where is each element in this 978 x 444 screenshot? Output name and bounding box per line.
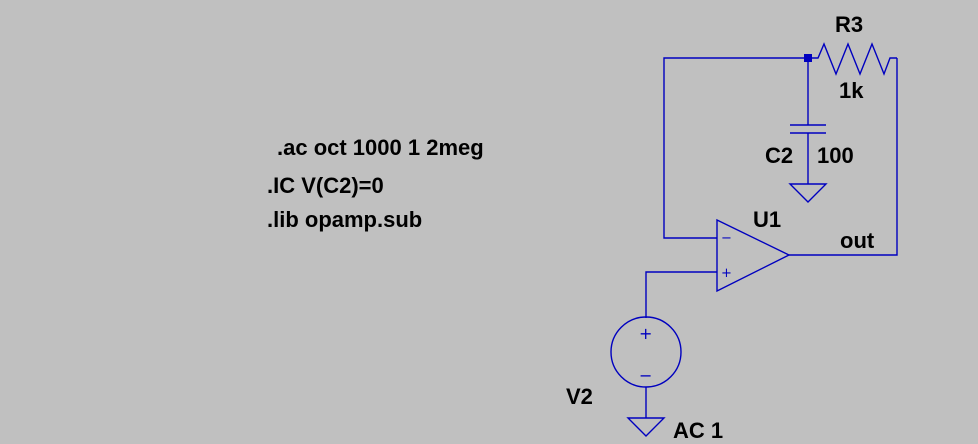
source-minus-sign: − (639, 366, 652, 385)
resistor-zigzag[interactable] (808, 42, 897, 76)
u1-name: U1 (753, 207, 781, 232)
opamp-u1[interactable]: − + U1 (716, 207, 791, 293)
capacitor-c2[interactable]: C2 100 (765, 124, 854, 203)
directive-ac[interactable]: .ac oct 1000 1 2meg (277, 135, 484, 160)
source-circle (610, 316, 682, 388)
ground-icon (626, 417, 666, 437)
wire-feedback-left[interactable] (663, 57, 808, 239)
source-plus-sign: + (639, 324, 652, 343)
spice-directives: .ac oct 1000 1 2meg .IC V(C2)=0 .lib opa… (267, 135, 484, 232)
noninv-input-pin: + (721, 266, 732, 281)
v2-value: AC 1 (673, 418, 723, 443)
inv-input-pin: − (721, 231, 732, 246)
wire-noninv[interactable] (645, 271, 717, 318)
directive-lib[interactable]: .lib opamp.sub (267, 207, 422, 232)
directive-ic[interactable]: .IC V(C2)=0 (267, 173, 384, 198)
c2-name: C2 (765, 143, 793, 168)
v2-name: V2 (566, 384, 593, 409)
resistor-r3[interactable]: R3 1k (808, 12, 897, 103)
opamp-triangle (716, 218, 791, 293)
ground-icon (788, 183, 828, 203)
r3-value: 1k (839, 78, 864, 103)
net-label-out[interactable]: out (840, 228, 875, 253)
r3-name: R3 (835, 12, 863, 37)
voltage-source-v2[interactable]: + − V2 AC 1 (566, 316, 723, 443)
wire-out[interactable] (789, 58, 898, 256)
c2-value: 100 (817, 143, 854, 168)
